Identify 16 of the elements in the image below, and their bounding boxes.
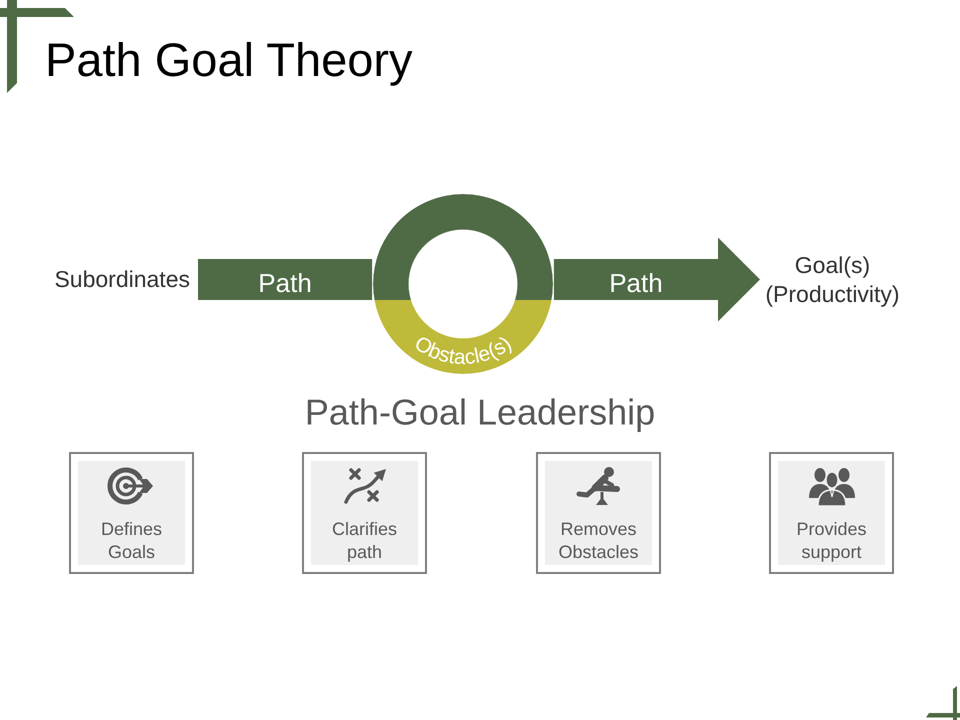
edge-label: Path: [258, 268, 312, 298]
card-label: Provides support: [795, 518, 868, 564]
section-heading: Path-Goal Leadership: [304, 390, 656, 434]
feature-card: [302, 452, 427, 574]
card-label: Defines Goals: [100, 518, 164, 564]
feature-card: [536, 452, 661, 574]
card-label: Removes Obstacles: [557, 518, 640, 564]
node-label: Goal(s) (Productivity): [760, 251, 905, 309]
card-label: Clarifies path: [330, 518, 398, 564]
ring-label: Obstacle(s): [410, 332, 516, 370]
slide-title: Path Goal Theory: [45, 33, 413, 87]
node-label: Subordinates: [54, 265, 198, 294]
edge-label: Path: [609, 268, 663, 298]
feature-card: [769, 452, 894, 574]
block-arrow: [554, 238, 760, 322]
feature-card: [69, 452, 194, 574]
